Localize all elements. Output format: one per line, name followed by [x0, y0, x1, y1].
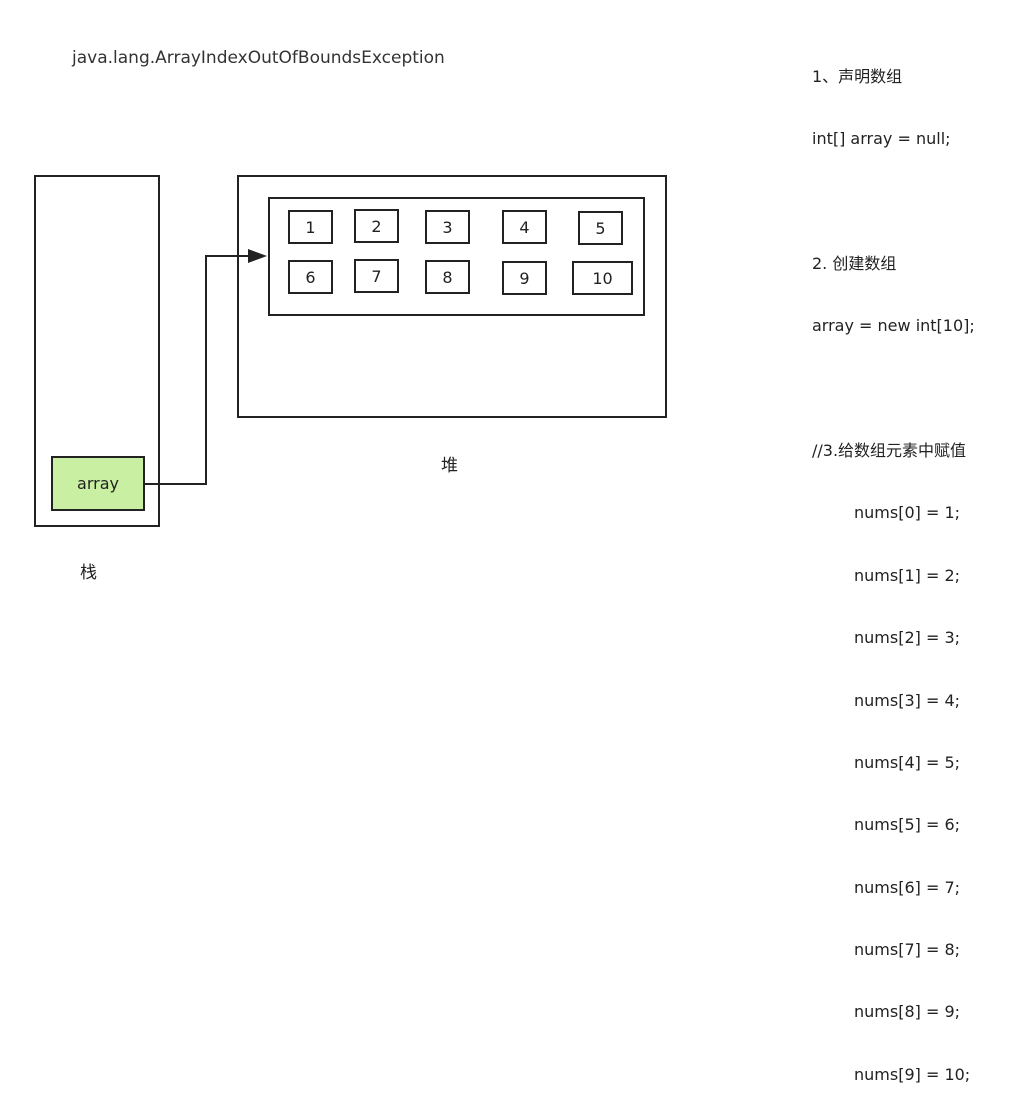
reference-arrow-line [145, 255, 250, 485]
blank-line [812, 379, 975, 400]
array-cell-6: 7 [354, 259, 399, 293]
assignment-line: nums[4] = 5; [854, 752, 961, 772]
assignment-line: nums[9] = 10; [854, 1064, 971, 1084]
exception-caption: java.lang.ArrayIndexOutOfBoundsException [72, 48, 445, 68]
assignment-line: nums[2] = 3; [854, 628, 961, 648]
step2-title: 2. 创建数组 [812, 253, 897, 273]
array-cell-1: 2 [354, 209, 399, 243]
assignment-line: nums[3] = 4; [854, 690, 961, 710]
array-variable: array [51, 456, 145, 511]
stack-label: 栈 [80, 563, 97, 583]
array-cell-8: 9 [502, 261, 547, 295]
array-cell-0: 1 [288, 210, 333, 244]
code-explanation: 1、声明数组 int[] array = null; 2. 创建数组 array… [812, 25, 975, 1106]
step1-title: 1、声明数组 [812, 66, 903, 86]
array-cell-2: 3 [425, 210, 470, 244]
array-cell-7: 8 [425, 260, 470, 294]
array-cell-5: 6 [288, 260, 333, 294]
step2-code: array = new int[10]; [812, 316, 975, 336]
array-cell-9: 10 [572, 261, 633, 295]
array-cell-3: 4 [502, 210, 547, 244]
assignment-line: nums[0] = 1; [854, 503, 961, 523]
assignment-line: nums[1] = 2; [854, 565, 961, 585]
blank-line [812, 191, 975, 212]
assignment-line: nums[8] = 9; [854, 1002, 961, 1022]
array-cell-4: 5 [578, 211, 623, 245]
step3-title: //3.给数组元素中赋值 [812, 440, 967, 460]
assignment-line: nums[7] = 8; [854, 940, 961, 960]
heap-label: 堆 [441, 456, 458, 476]
assignment-line: nums[5] = 6; [854, 815, 961, 835]
assignment-line: nums[6] = 7; [854, 877, 961, 897]
heap-array-object [268, 197, 645, 316]
step1-code: int[] array = null; [812, 128, 951, 148]
